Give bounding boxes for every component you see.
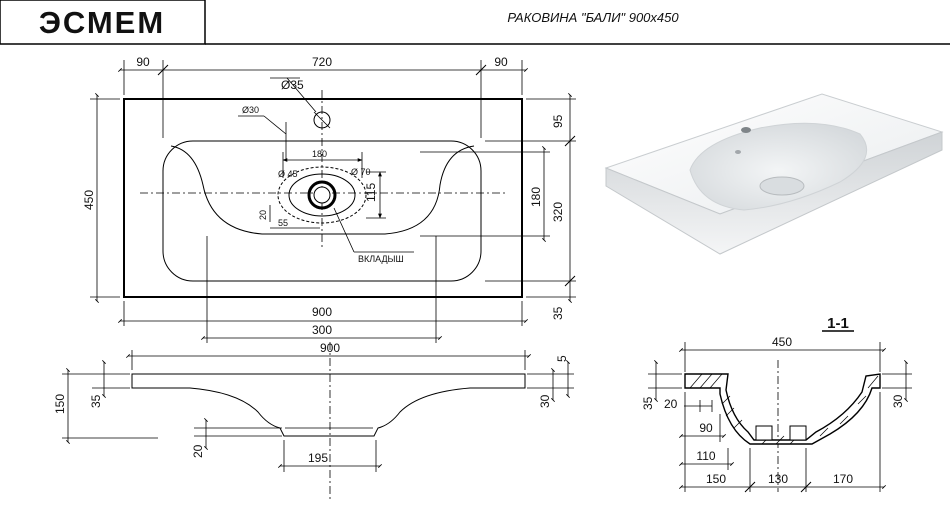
dim-section-130: 130 <box>768 472 788 486</box>
dim-foot-height: 20 <box>191 444 205 458</box>
dim-bowl-height: 180 <box>529 187 543 207</box>
dim-front-edge: 5 <box>555 355 569 362</box>
dim-top-margin: 95 <box>551 114 565 128</box>
label-insert: ВКЛАДЫШ <box>358 254 404 264</box>
logo: ЭСМЕМ <box>39 5 165 40</box>
top-view: Ø35 Ø30 180 Ø 70 Ø 45 115 20 55 ВКЛАДЫШ <box>82 55 576 343</box>
dim-front-height: 150 <box>53 394 67 414</box>
dim-drain-outer: Ø 70 <box>351 167 371 177</box>
dim-bowl-width: 300 <box>312 323 332 337</box>
dim-drain-offset-y: 115 <box>364 183 378 202</box>
dim-tap-hole: Ø35 <box>281 78 304 92</box>
dim-section-170: 170 <box>833 472 853 486</box>
sink-rendering <box>604 93 944 255</box>
dim-foot-width: 195 <box>308 451 328 465</box>
dim-bowl-depth: 320 <box>551 202 565 222</box>
dim-bowl-inner: 180 <box>312 149 327 159</box>
page-title: РАКОВИНА "БАЛИ" 900х450 <box>507 10 679 25</box>
front-view: 900 150 35 5 30 20 195 <box>53 341 574 500</box>
header: ЭСМЕМ РАКОВИНА "БАЛИ" 900х450 <box>0 0 950 45</box>
dim-bottom-margin: 35 <box>551 306 565 320</box>
dim-section-90: 90 <box>699 421 713 435</box>
dim-section-step: 20 <box>664 397 678 411</box>
dim-left-margin: 90 <box>136 55 150 69</box>
dim-right-margin: 90 <box>494 55 508 69</box>
dim-depth-total: 450 <box>82 190 96 210</box>
dim-front-edge-height: 30 <box>538 394 552 408</box>
dim-section-rim-right: 30 <box>891 394 905 408</box>
dim-drain-inner: Ø 45 <box>278 169 298 179</box>
dim-section-150: 150 <box>706 472 726 486</box>
section-label: 1-1 <box>827 315 849 332</box>
dim-section-110: 110 <box>696 449 715 463</box>
dim-drain-offset-x: 55 <box>278 218 288 228</box>
dim-section-width: 450 <box>772 335 792 349</box>
dim-overflow-hole: Ø30 <box>242 105 259 115</box>
dim-width-total: 900 <box>312 305 332 319</box>
dim-drain-small: 20 <box>258 210 268 220</box>
dim-span: 720 <box>312 55 332 69</box>
dim-section-rim-left: 35 <box>641 396 655 410</box>
dim-front-rim: 35 <box>89 394 103 408</box>
section-view: 1-1 450 35 20 <box>641 315 912 493</box>
